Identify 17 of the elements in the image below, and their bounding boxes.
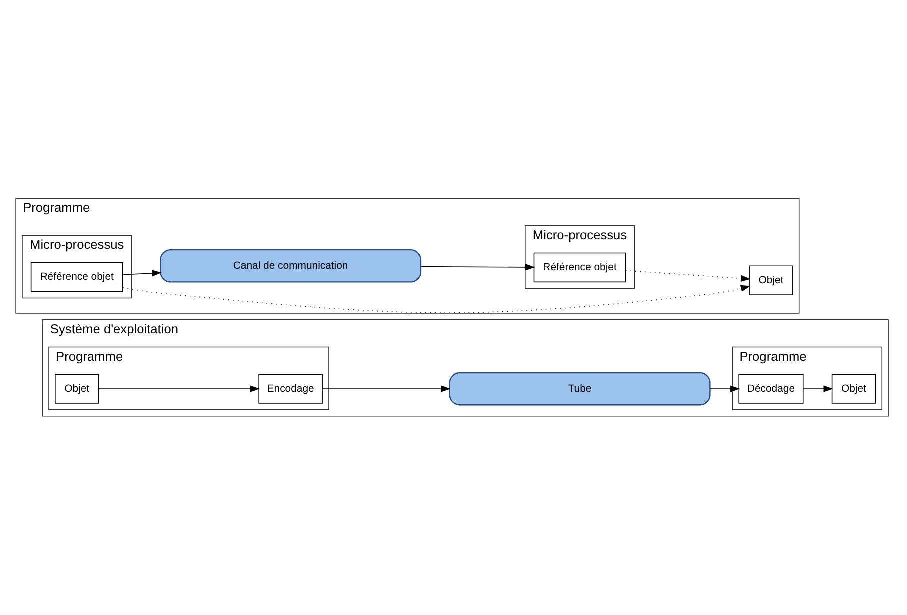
- arrow: [122, 285, 751, 314]
- node-box: Référence objet: [30, 262, 124, 292]
- arrow: [803, 386, 834, 392]
- arrow: [420, 264, 536, 271]
- arrow: [122, 270, 162, 277]
- node-box: Encodage: [258, 374, 323, 404]
- arrow: [710, 386, 740, 392]
- node-box: Décodage: [738, 374, 804, 404]
- node-box: Objet: [55, 374, 100, 404]
- arrow: [98, 386, 260, 392]
- node-box: Tube: [449, 372, 711, 406]
- arrow: [322, 386, 451, 392]
- node-box: Objet: [832, 374, 876, 404]
- node-box: Canal de communication: [160, 249, 422, 283]
- node-box: Référence objet: [534, 252, 626, 283]
- node-box: Objet: [749, 266, 794, 296]
- arrow: [626, 270, 751, 282]
